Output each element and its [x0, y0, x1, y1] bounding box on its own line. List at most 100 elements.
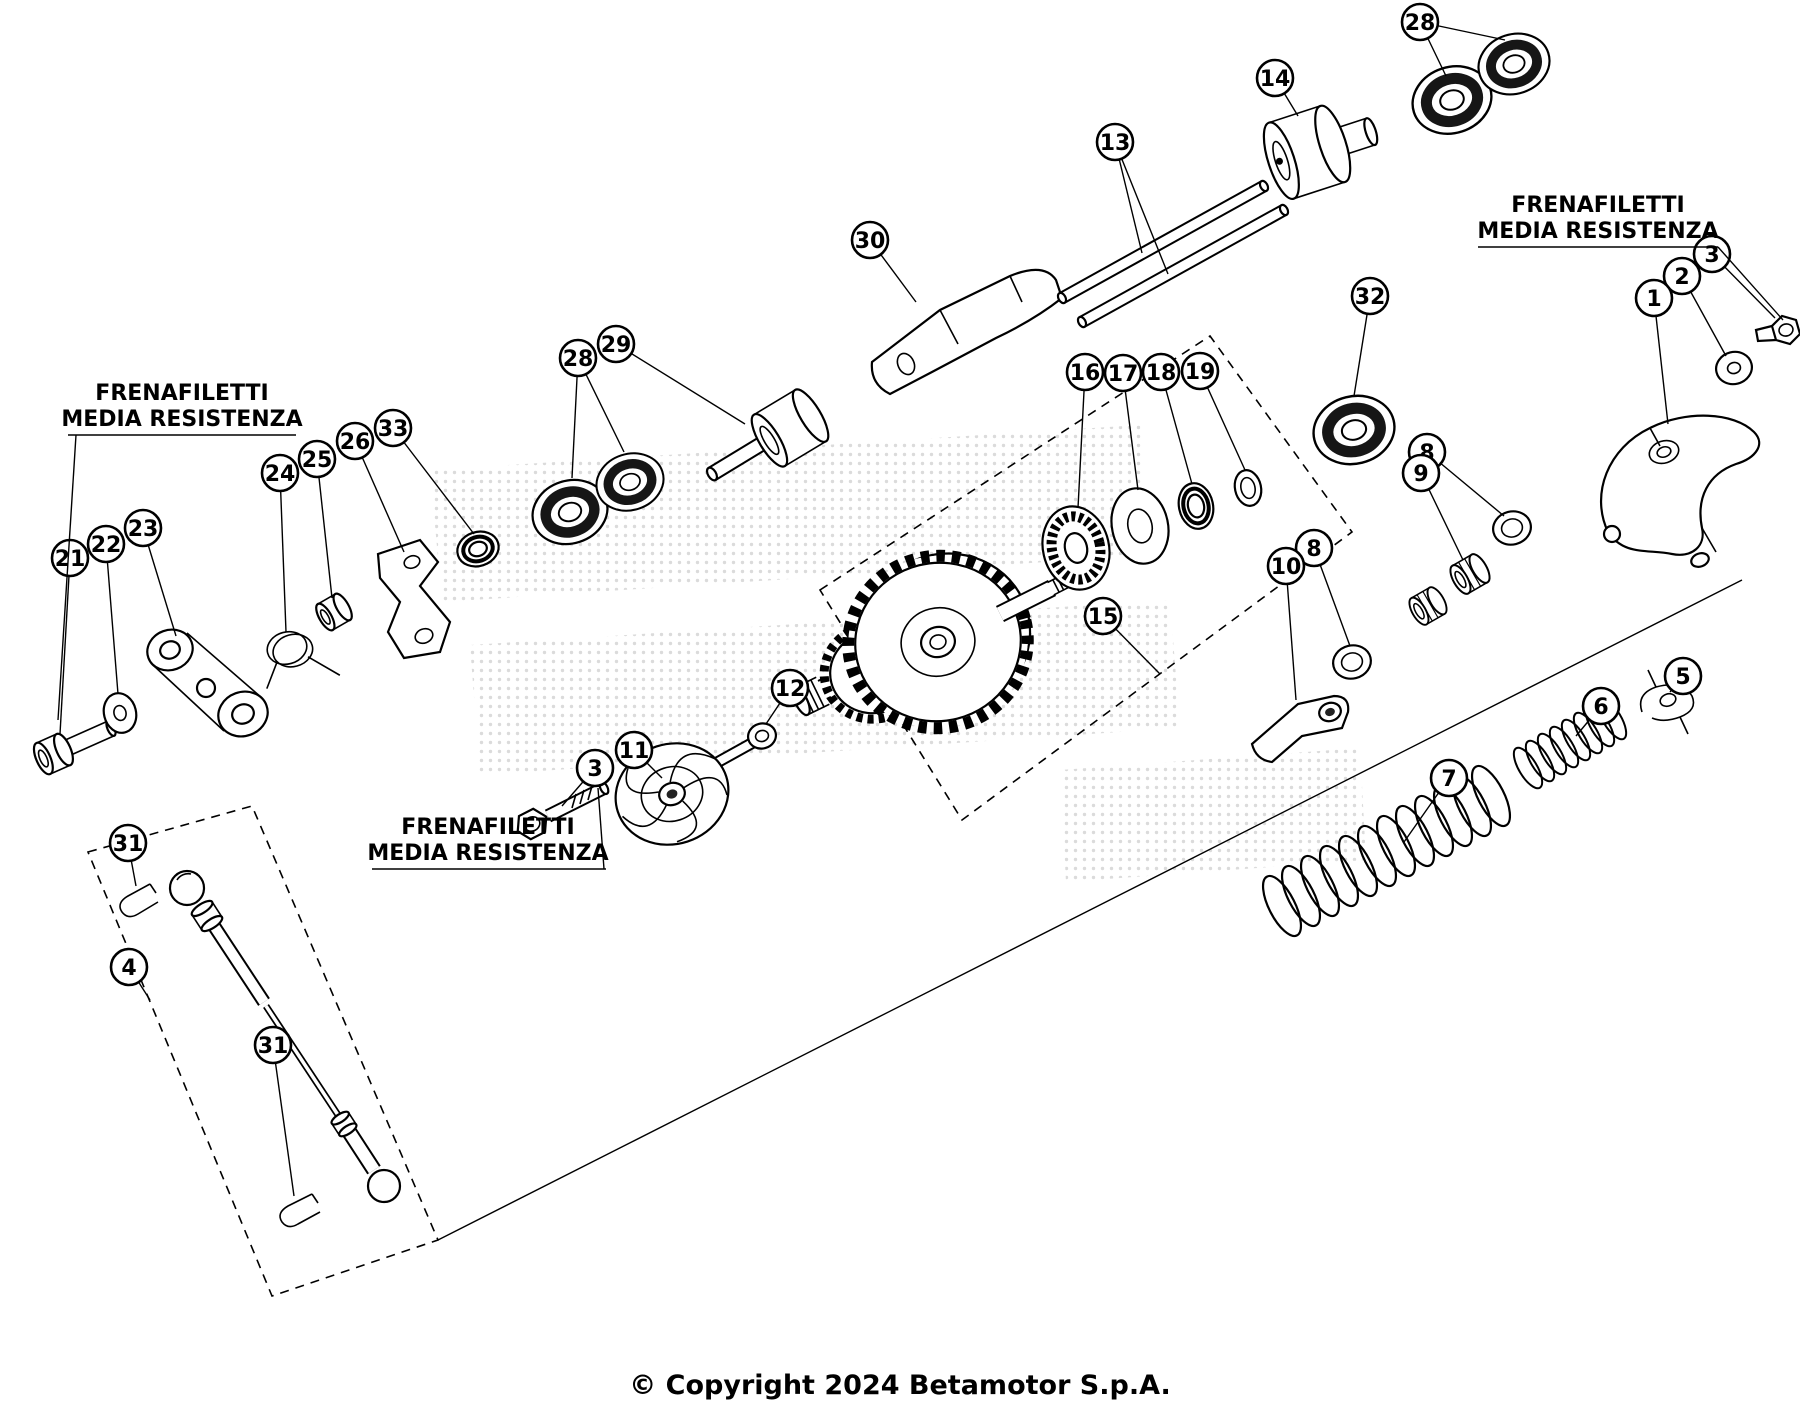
callout-circle [86, 524, 126, 564]
callout-9: 9 [1401, 453, 1441, 493]
callout-number: 28 [1405, 11, 1436, 36]
callout-circle [1400, 2, 1440, 42]
part-bracket-26 [376, 538, 452, 660]
callout-number: 9 [1413, 462, 1428, 487]
part-ring-19 [1233, 469, 1263, 507]
callout-28: 28 [558, 338, 598, 378]
callout-leader-18 [1160, 371, 1193, 485]
callout-circle [253, 1025, 293, 1065]
callout-leader-33 [392, 427, 475, 535]
callout-circle [596, 324, 636, 364]
callout-leader-10 [1285, 565, 1297, 701]
callout-circle [1083, 596, 1123, 636]
callout-number: 29 [601, 333, 632, 358]
callout-17: 17 [1103, 353, 1143, 393]
callout-16: 16 [1065, 352, 1105, 392]
part-bolt-3-bottom [516, 780, 610, 841]
callout-number: 33 [378, 417, 409, 442]
callout-circle [1662, 256, 1702, 296]
callout-number: 12 [775, 677, 806, 702]
copyright-text: © Copyright 2024 Betamotor S.p.A. [629, 1370, 1170, 1401]
callout-21: 21 [50, 538, 90, 578]
callout-24: 24 [260, 453, 300, 493]
callout-circle [335, 421, 375, 461]
callout-circle [1255, 58, 1295, 98]
callout-28: 28 [1400, 2, 1440, 42]
callout-circle [1103, 353, 1143, 393]
callout-circle [850, 220, 890, 260]
callout-leader-21 [59, 557, 71, 735]
part-washer-2 [1715, 350, 1753, 386]
callout-circle [297, 439, 337, 479]
callout-number: 22 [91, 533, 122, 558]
callout-leader-13 [1114, 141, 1169, 275]
callout-leader-24 [279, 472, 287, 633]
note-frenafiletti-top-right: FRENAFILETTI MEDIA RESISTENZA [1477, 193, 1784, 321]
part-bushing-25 [315, 592, 353, 632]
part-bushing-9-b [1404, 583, 1452, 629]
part-washer-22 [102, 692, 138, 734]
callout-leader-17 [1122, 372, 1139, 491]
part-ring-18 [1177, 482, 1215, 530]
callout-number: 32 [1355, 285, 1386, 310]
callout-number: 24 [265, 462, 296, 487]
callout-number: 11 [619, 739, 650, 764]
callout-5: 5 [1663, 656, 1703, 696]
callout-number: 23 [128, 517, 159, 542]
callout-circle [770, 668, 810, 708]
callout-number: 25 [302, 448, 333, 473]
part-impeller-11 [614, 736, 757, 846]
callout-33: 33 [373, 408, 413, 448]
callout-circle [1294, 528, 1334, 568]
callout-number: 21 [55, 547, 86, 572]
note-line-1: FRENAFILETTI [1511, 193, 1684, 218]
callout-circle [1266, 546, 1306, 586]
callout-leader-29 [615, 343, 746, 425]
note-frenafiletti-left: FRENAFILETTI MEDIA RESISTENZA [57, 381, 303, 721]
callout-circle [108, 823, 148, 863]
callout-25: 25 [297, 439, 337, 479]
callout-circle [1663, 656, 1703, 696]
callout-circle [1065, 352, 1105, 392]
part-clip-31-lower [279, 1193, 321, 1228]
callout-number: 8 [1306, 537, 1321, 562]
callout-6: 6 [1581, 686, 1621, 726]
callout-number: 14 [1260, 67, 1291, 92]
callout-number: 5 [1675, 665, 1690, 690]
callout-number: 1 [1646, 287, 1661, 312]
callout-circle [558, 338, 598, 378]
callout-circle [1350, 276, 1390, 316]
note-frenafiletti-bottom: FRENAFILETTI MEDIA RESISTENZA [367, 787, 609, 870]
callout-12: 12 [770, 668, 810, 708]
part-rod-13-b [1076, 203, 1290, 329]
part-hub-14 [1262, 104, 1379, 201]
part-bearing-32 [1306, 387, 1401, 472]
part-lever-30 [870, 268, 1064, 396]
callout-circle [1692, 234, 1732, 274]
callout-number: 6 [1593, 695, 1608, 720]
part-spring-24 [266, 630, 341, 689]
note-leader-line [57, 434, 77, 721]
callout-15: 15 [1083, 596, 1123, 636]
note-line-2: MEDIA RESISTENZA [61, 407, 302, 432]
callout-leader-25 [316, 458, 333, 599]
part-shaft-29 [705, 388, 830, 482]
callout-13: 13 [1095, 122, 1135, 162]
divider-line [437, 579, 1743, 1241]
callout-29: 29 [596, 324, 636, 364]
callout-circle [1581, 686, 1621, 726]
part-gear-15 [791, 549, 1076, 735]
callout-31: 31 [108, 823, 148, 863]
group-box-rod-4 [86, 805, 440, 1297]
callout-leader-16 [1077, 371, 1086, 509]
callout-18: 18 [1141, 352, 1181, 392]
callout-leader-31 [272, 1044, 295, 1197]
callout-3: 3 [575, 748, 615, 788]
callout-10: 10 [1266, 546, 1306, 586]
callout-32: 32 [1350, 276, 1390, 316]
part-lever-1 [1599, 414, 1761, 568]
note-line-2: MEDIA RESISTENZA [1477, 219, 1718, 244]
part-lever-plate-23 [146, 628, 269, 738]
